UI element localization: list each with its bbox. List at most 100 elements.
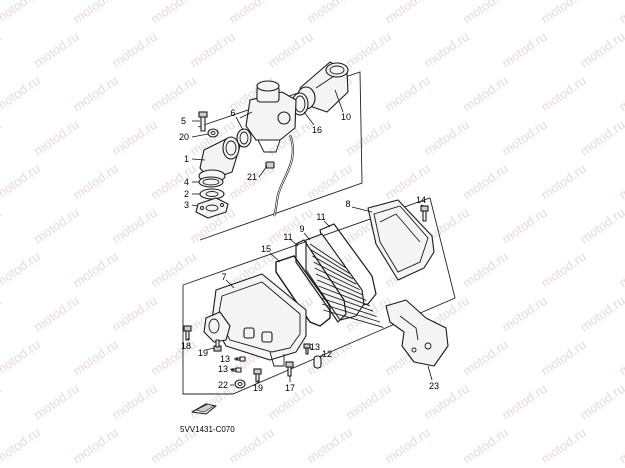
filter-pleat bbox=[314, 267, 360, 291]
watermark-text: motod.ru bbox=[382, 425, 433, 467]
watermark-text: motod.ru bbox=[304, 0, 355, 26]
watermark-text: motod.ru bbox=[499, 29, 550, 71]
watermark-text: motod.ru bbox=[538, 161, 589, 203]
watermark-text: motod.ru bbox=[109, 381, 160, 423]
watermark-text: motod.ru bbox=[0, 381, 4, 423]
watermark-text: motod.ru bbox=[148, 73, 199, 115]
watermark-text: motod.ru bbox=[31, 29, 82, 71]
callout-15: 15 bbox=[261, 244, 271, 254]
watermark-text: motod.ru bbox=[343, 29, 394, 71]
watermark-text: motod.ru bbox=[460, 0, 511, 26]
watermark-text: motod.ru bbox=[148, 249, 199, 291]
watermark-text: motod.ru bbox=[343, 381, 394, 423]
watermark-text: motod.ru bbox=[0, 205, 4, 247]
callout-9: 9 bbox=[299, 224, 304, 234]
watermark-text: motod.ru bbox=[70, 0, 121, 26]
filter-pleat bbox=[315, 273, 364, 296]
watermark-text: motod.ru bbox=[31, 205, 82, 247]
watermark-text: motod.ru bbox=[538, 425, 589, 467]
callout-8: 8 bbox=[345, 199, 350, 209]
callout-4: 4 bbox=[184, 177, 189, 187]
callout-11-right: 11 bbox=[316, 212, 325, 222]
watermark-text: motod.ru bbox=[577, 205, 625, 247]
callout-16: 16 bbox=[312, 125, 322, 135]
watermark-text: motod.ru bbox=[0, 425, 43, 467]
air-filter-case bbox=[367, 199, 435, 281]
watermark-text: motod.ru bbox=[538, 249, 589, 291]
watermark-text: motod.ru bbox=[109, 293, 160, 335]
watermark-text: motod.ru bbox=[460, 249, 511, 291]
watermark-text: motod.ru bbox=[148, 0, 199, 26]
callout-13-right: 13 bbox=[310, 342, 320, 352]
watermark-text: motod.ru bbox=[0, 0, 43, 26]
callout-11-left: 11 bbox=[283, 232, 292, 242]
carburetor bbox=[239, 80, 297, 153]
watermark-text: motod.ru bbox=[148, 337, 199, 379]
bracket bbox=[385, 299, 449, 367]
watermark-text: motod.ru bbox=[460, 161, 511, 203]
callout-leaders bbox=[187, 89, 433, 386]
watermark-text: motod.ru bbox=[226, 0, 277, 26]
filter-pleat bbox=[312, 255, 354, 280]
filter-pleat bbox=[319, 291, 374, 312]
bolt-18 bbox=[183, 325, 192, 341]
watermark-text: motod.ru bbox=[577, 117, 625, 159]
watermark-text: motod.ru bbox=[70, 425, 121, 467]
case-gasket bbox=[275, 255, 331, 327]
washer-20 bbox=[207, 128, 219, 138]
watermark-text: motod.ru bbox=[538, 73, 589, 115]
callout-19-upper: 19 bbox=[198, 348, 208, 358]
watermark-text: motod.ru bbox=[187, 29, 238, 71]
watermark-text: motod.ru bbox=[109, 205, 160, 247]
diagram-code: 5VV1431-C070 bbox=[180, 425, 235, 434]
watermark-text: motod.ru bbox=[616, 73, 625, 115]
watermark-text: motod.ru bbox=[31, 381, 82, 423]
callout-7: 7 bbox=[221, 272, 226, 282]
callout-14: 14 bbox=[416, 195, 426, 205]
bolt-17 bbox=[285, 361, 294, 377]
watermark-text: motod.ru bbox=[382, 73, 433, 115]
watermark-text: motod.ru bbox=[499, 381, 550, 423]
filter-pleat bbox=[318, 285, 370, 307]
front-direction-arrow-icon bbox=[191, 403, 217, 415]
callout-19-lower: 19 bbox=[253, 383, 263, 393]
watermark-text: motod.ru bbox=[460, 337, 511, 379]
bolt-5 bbox=[198, 111, 208, 132]
gasket bbox=[199, 188, 225, 200]
watermark-text: motod.ru bbox=[577, 293, 625, 335]
nut-22 bbox=[234, 379, 246, 389]
watermark-text: motod.ru bbox=[343, 117, 394, 159]
air-filter-element bbox=[305, 233, 384, 328]
watermark-text: motod.ru bbox=[70, 73, 121, 115]
filter-pleat bbox=[310, 249, 350, 274]
bolt-13-right bbox=[303, 343, 311, 355]
watermark-text: motod.ru bbox=[499, 205, 550, 247]
filter-pleat bbox=[320, 297, 377, 318]
watermark-text: motod.ru bbox=[460, 73, 511, 115]
drain-plug bbox=[313, 355, 322, 369]
watermark-text: motod.ru bbox=[304, 425, 355, 467]
watermark-text: motod.ru bbox=[31, 117, 82, 159]
watermark-text: motod.ru bbox=[499, 293, 550, 335]
watermark-text: motod.ru bbox=[265, 29, 316, 71]
watermark-text: motod.ru bbox=[0, 73, 43, 115]
hose-clip bbox=[265, 161, 275, 169]
watermark-text: motod.ru bbox=[616, 161, 625, 203]
callout-12: 12 bbox=[322, 349, 332, 359]
watermark-text: motod.ru bbox=[616, 249, 625, 291]
callout-2: 2 bbox=[184, 189, 189, 199]
watermark-text: motod.ru bbox=[0, 29, 4, 71]
watermark-text: motod.ru bbox=[109, 29, 160, 71]
insulator bbox=[195, 197, 229, 219]
filter-pleat bbox=[321, 303, 381, 323]
watermark-text: motod.ru bbox=[538, 337, 589, 379]
watermark-text: motod.ru bbox=[0, 117, 4, 159]
watermark-text: motod.ru bbox=[616, 337, 625, 379]
drain-hose bbox=[272, 134, 295, 217]
watermark-text: motod.ru bbox=[421, 29, 472, 71]
watermark-text: motod.ru bbox=[0, 249, 43, 291]
callout-20: 20 bbox=[179, 132, 189, 142]
